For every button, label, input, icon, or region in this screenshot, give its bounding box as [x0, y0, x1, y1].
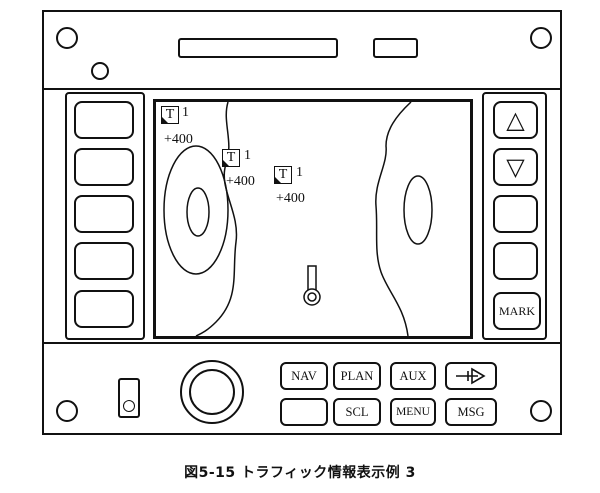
screw-top-left-2 [91, 62, 109, 80]
left-softkey-5[interactable] [74, 290, 134, 328]
traffic-count: 1 [182, 105, 189, 120]
knob-icon[interactable] [180, 360, 244, 424]
terrain-contour-right [375, 102, 412, 336]
scl-label: SCL [345, 404, 369, 419]
mark-button[interactable]: MARK [493, 292, 541, 330]
toggle-switch[interactable] [118, 378, 140, 418]
mark-label: MARK [498, 303, 535, 318]
nav-button[interactable]: NAV [280, 362, 328, 390]
knob-inner [189, 369, 235, 415]
plan-button[interactable]: PLAN [333, 362, 381, 390]
left-softkey-2[interactable] [74, 148, 134, 186]
left-softkey-4[interactable] [74, 242, 134, 280]
toggle-knob [123, 400, 135, 412]
traffic-symbol-icon: T [222, 149, 240, 167]
screw-top-left [56, 27, 78, 49]
nav-label: NAV [291, 368, 317, 383]
traffic-count: 1 [296, 165, 303, 180]
direct-to-icon [456, 367, 486, 385]
left-softkey-3[interactable] [74, 195, 134, 233]
aux-label: AUX [399, 368, 427, 383]
scl-button[interactable]: SCL [333, 398, 381, 426]
traffic-symbol-icon: T [161, 106, 179, 124]
scroll-up-button[interactable]: △ [493, 101, 538, 139]
menu-button[interactable]: MENU [390, 398, 436, 426]
right-softkey-frame [482, 92, 547, 340]
terrain-contour-left [195, 102, 238, 336]
screw-bottom-left [56, 400, 78, 422]
menu-label: MENU [396, 406, 430, 418]
screw-bottom-right [530, 400, 552, 422]
figure-caption: 図5-15 トラフィック情報表示例 3 [184, 465, 416, 481]
terrain-ellipse-right [403, 175, 433, 245]
direct-to-button[interactable] [445, 362, 497, 390]
left-softkey-frame [65, 92, 145, 340]
ownship-icon [303, 265, 321, 306]
scroll-down-button[interactable]: ▽ [493, 148, 538, 186]
traffic-symbol-icon: T [274, 166, 292, 184]
traffic-altitude: +400 [276, 191, 305, 206]
divider-top [42, 88, 562, 90]
aux-button[interactable]: AUX [390, 362, 436, 390]
msg-button[interactable]: MSG [445, 398, 497, 426]
divider-bottom [42, 342, 562, 344]
down-triangle-icon: ▽ [506, 154, 525, 181]
terrain-ellipse-left-outer [163, 145, 229, 275]
left-softkey-1[interactable] [74, 101, 134, 139]
plan-label: PLAN [340, 368, 374, 383]
msg-label: MSG [457, 404, 485, 419]
traffic-altitude: +400 [226, 174, 255, 189]
blank-button[interactable] [280, 398, 328, 426]
display-slot-wide [178, 38, 338, 58]
up-triangle-icon: △ [506, 107, 525, 134]
screw-top-right [530, 27, 552, 49]
map-screen: T 1 +400 T 1 +400 T 1 +400 [153, 99, 473, 339]
display-slot-small [373, 38, 418, 58]
right-softkey-4[interactable] [493, 242, 538, 280]
right-softkey-3[interactable] [493, 195, 538, 233]
terrain-ellipse-left-inner [186, 187, 210, 237]
traffic-count: 1 [244, 148, 251, 163]
map-terrain [163, 102, 433, 336]
traffic-altitude: +400 [164, 132, 193, 147]
